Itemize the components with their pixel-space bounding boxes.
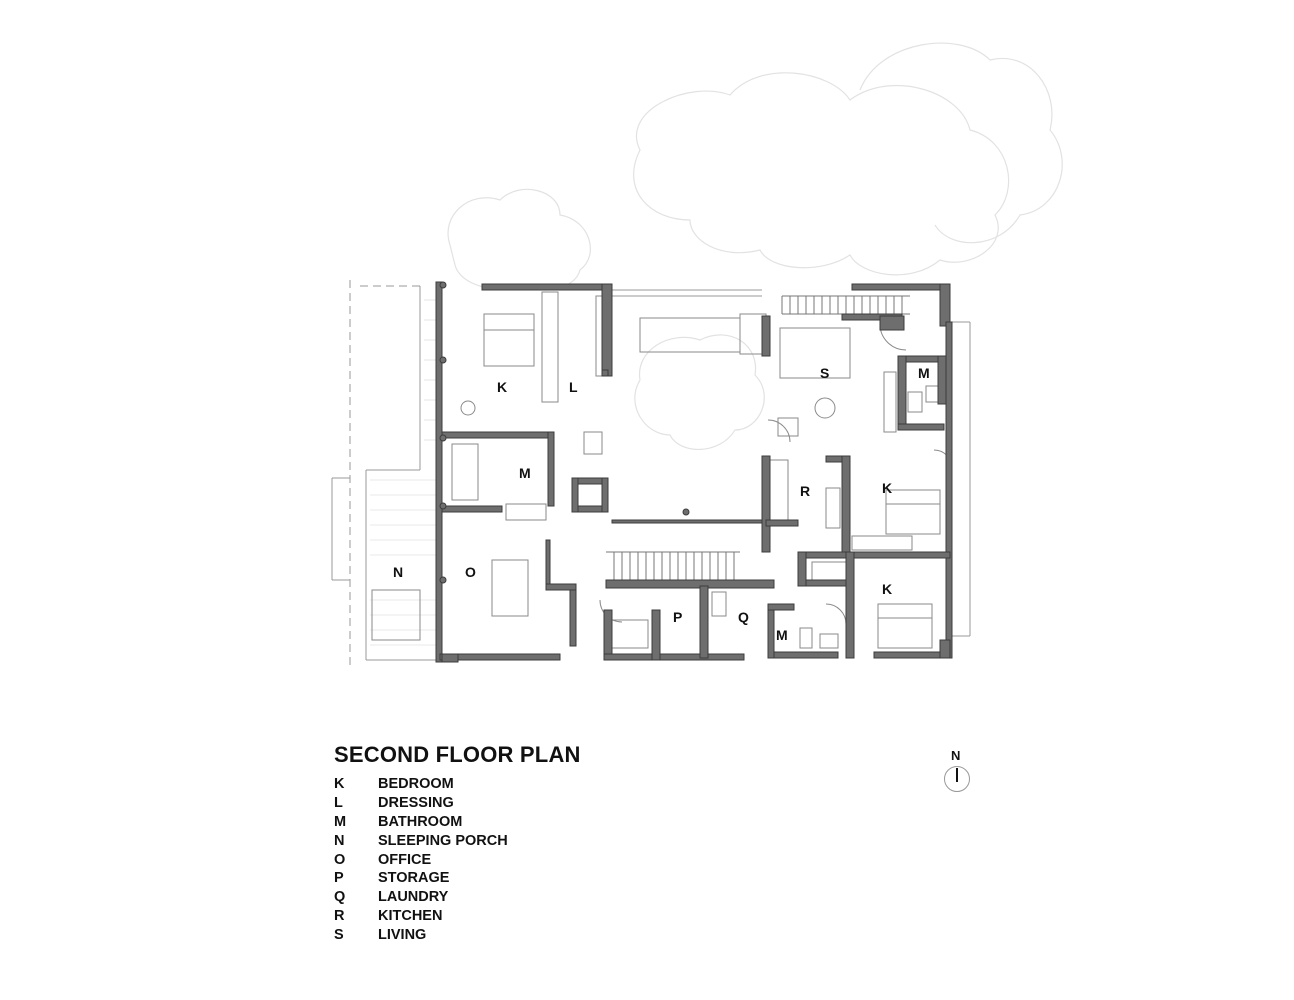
floor-boards: [370, 299, 436, 646]
legend-code: O: [334, 851, 346, 868]
room-labels: K L M S M R K K N O P Q M: [393, 365, 930, 643]
north-label: N: [951, 748, 961, 763]
room-label-living: S: [820, 365, 829, 381]
legend-item: K BEDROOM: [334, 775, 508, 794]
legend-code: M: [334, 813, 347, 830]
legend-code: N: [334, 832, 345, 849]
tree-canopy: [447, 42, 1063, 450]
north-circle-icon: [944, 766, 970, 792]
legend: K BEDROOM L DRESSING M BATHROOM N SLEEPING P…: [334, 775, 508, 945]
room-label-sleeping-porch: N: [393, 564, 403, 580]
room-label-storage: P: [673, 609, 682, 625]
legend-code: Q: [334, 889, 346, 906]
interior-lines: [371, 291, 953, 649]
legend-item: P STORAGE: [334, 869, 508, 888]
room-label-office: O: [465, 564, 476, 580]
north-arrow: N: [942, 748, 972, 798]
north-pointer-icon: [956, 768, 958, 782]
legend-name: STORAGE: [378, 870, 450, 887]
legend-item: R KITCHEN: [334, 907, 508, 926]
legend-name: SLEEPING PORCH: [378, 832, 508, 849]
legend-name: LAUNDRY: [378, 889, 449, 906]
walls: [435, 281, 953, 663]
legend-name: BATHROOM: [378, 813, 463, 830]
legend-code: P: [334, 870, 344, 887]
room-label-dressing: L: [569, 379, 578, 395]
plan-title: SECOND FLOOR PLAN: [334, 742, 581, 767]
legend-item: S LIVING: [334, 926, 508, 945]
room-label-laundry: Q: [738, 609, 749, 625]
room-label-bedroom: K: [497, 379, 507, 395]
legend-name: OFFICE: [378, 851, 432, 868]
room-label-bathroom: M: [918, 365, 930, 381]
legend-code: L: [334, 794, 343, 811]
legend-item: Q LAUNDRY: [334, 888, 508, 907]
legend-name: BEDROOM: [378, 776, 454, 792]
room-label-bedroom: K: [882, 480, 892, 496]
room-label-bathroom: M: [776, 627, 788, 643]
legend-item: M BATHROOM: [334, 813, 508, 832]
legend-name: KITCHEN: [378, 908, 443, 925]
legend-item: N SLEEPING PORCH: [334, 832, 508, 851]
room-label-bathroom: M: [519, 465, 531, 481]
legend-name: LIVING: [378, 927, 427, 944]
legend-item: O OFFICE: [334, 851, 508, 870]
exterior-lines: [331, 280, 971, 665]
legend-code: S: [334, 927, 344, 944]
legend-code: R: [334, 908, 345, 925]
legend-item: L DRESSING: [334, 794, 508, 813]
room-label-kitchen: R: [800, 483, 810, 499]
legend-name: DRESSING: [378, 794, 454, 811]
room-label-bedroom: K: [882, 581, 892, 597]
legend-code: K: [334, 776, 345, 792]
